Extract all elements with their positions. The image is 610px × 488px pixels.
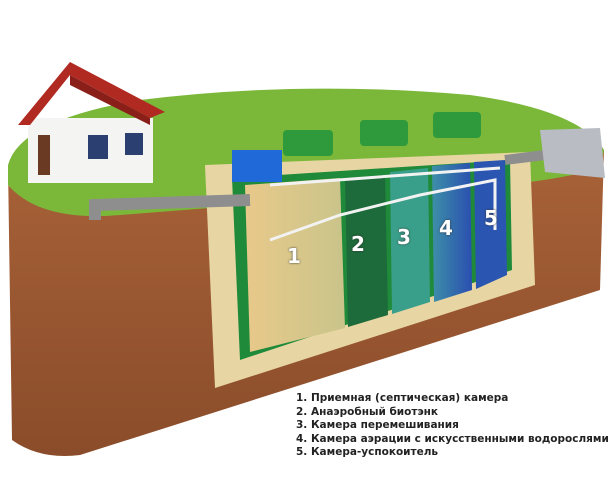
label-chamber-5: 5 <box>484 206 498 230</box>
chamber-3 <box>390 168 430 314</box>
house-window <box>88 135 108 159</box>
chamber-2 <box>345 175 388 327</box>
house <box>18 62 165 183</box>
tank-lids <box>283 112 481 156</box>
house-roof-side <box>70 75 150 125</box>
label-chamber-2: 2 <box>351 232 365 256</box>
compressor <box>232 150 282 182</box>
label-chamber-4: 4 <box>439 216 453 240</box>
house-roof <box>18 62 165 125</box>
house-window <box>125 133 143 155</box>
tank-lid <box>283 130 333 156</box>
tank-lid <box>360 120 408 146</box>
legend-item: 2. Анаэробный биотэнк <box>296 405 439 418</box>
chamber-4 <box>432 163 472 302</box>
legend-item: 5. Камера-успокоитель <box>296 446 439 459</box>
outlet-pipe <box>504 150 546 165</box>
tank-lid <box>433 112 481 138</box>
chamber-5 <box>474 160 507 289</box>
air-pipes <box>269 166 501 242</box>
legend-item: 4. Камера аэрации с искусственными водор… <box>296 432 609 445</box>
label-chamber-3: 3 <box>397 225 411 249</box>
label-chamber-1: 1 <box>287 244 301 268</box>
legend: 1. Приемная (септическая) камера 2. Анаэ… <box>296 392 609 460</box>
house-door <box>38 135 50 175</box>
gravel <box>540 128 605 178</box>
legend-item: 3. Камера перемешивания <box>296 419 459 432</box>
legend-item: 1. Приемная (септическая) камера <box>296 392 509 404</box>
inlet-pipe <box>89 194 251 220</box>
